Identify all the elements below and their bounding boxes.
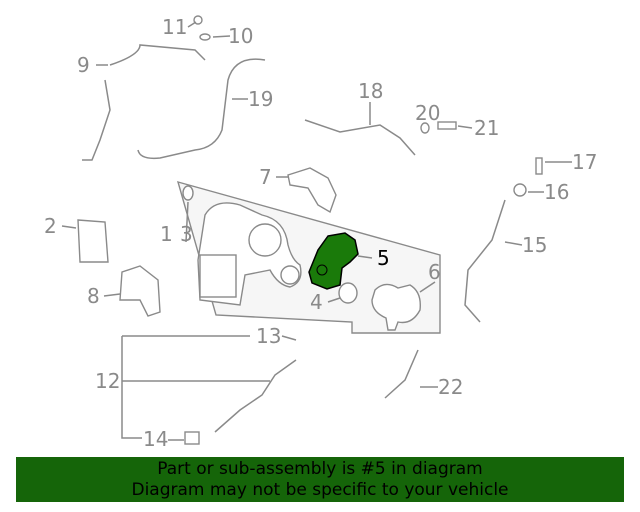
callout-14[interactable]: 14 [143,427,168,451]
callout-19[interactable]: 19 [248,87,273,111]
callout-12[interactable]: 12 [95,369,120,393]
callout-4[interactable]: 4 [310,290,323,314]
callout-7[interactable]: 7 [259,165,272,189]
callout-15[interactable]: 15 [522,233,547,257]
part-6 [371,283,421,331]
callout-9[interactable]: 9 [77,53,90,77]
callout-1[interactable]: 1 [160,222,173,246]
banner-part-line: Part or sub-assembly is #5 in diagram [157,459,483,479]
callout-16[interactable]: 16 [544,180,569,204]
callout-10[interactable]: 10 [228,24,253,48]
callout-20[interactable]: 20 [415,101,440,125]
callout-6[interactable]: 6 [428,260,441,284]
callout-13[interactable]: 13 [256,324,281,348]
callout-11[interactable]: 11 [162,15,187,39]
callout-21[interactable]: 21 [474,116,499,140]
callout-22[interactable]: 22 [438,375,463,399]
info-banner: Part or sub-assembly is #5 in diagram Di… [16,457,624,502]
callout-3[interactable]: 3 [180,222,193,246]
callout-8[interactable]: 8 [87,284,100,308]
turbocharger-part [197,202,302,306]
callout-17[interactable]: 17 [572,150,597,174]
callout-18[interactable]: 18 [358,79,383,103]
banner-disclaimer-line: Diagram may not be specific to your vehi… [131,480,509,500]
callout-5[interactable]: 5 [377,246,390,270]
callout-2[interactable]: 2 [44,214,57,238]
